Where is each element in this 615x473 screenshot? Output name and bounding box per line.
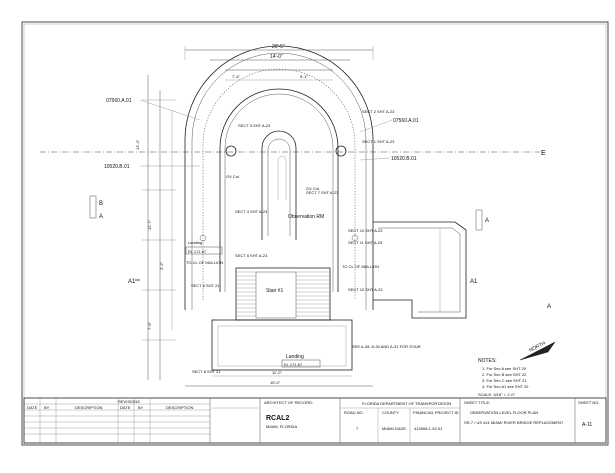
column-left	[225, 145, 237, 157]
section-tags: SECT 3 SHT A-23 SECT 2 SHT A-23 SECT 1 S…	[191, 109, 395, 374]
outer-arch-wall	[184, 45, 374, 310]
upper-landing-tag: Landing EL 171.67	[185, 240, 223, 255]
drawing-label: MIAMI, FLORIDA	[266, 424, 297, 429]
drawing-label: A	[99, 214, 103, 220]
drawing-label: SCALE: 3/16" = 1'-0"	[478, 392, 516, 397]
drawing-label: EL 171.67	[188, 249, 207, 254]
sheet-number: A-11	[582, 422, 592, 428]
drawing-label: DATE	[27, 405, 38, 410]
firm-logo: RCAL2	[266, 415, 289, 422]
drawing-label: REVISIONS	[118, 399, 140, 404]
drawing-label: SECT 11 SHT A-23	[348, 240, 383, 245]
drawing-label: SR-7 / US 441 MIAMI RIVER BRIDGE REPLACE…	[464, 420, 564, 425]
drawing-label: 5'-1"	[300, 74, 309, 79]
drawing-label: GV Col.	[226, 174, 240, 179]
bottom-dimensions: 15'-0" 11'-0"	[185, 370, 373, 387]
drawing-label: SECT 3 SHT A-23	[238, 123, 271, 128]
sheet-border	[21, 21, 609, 446]
drawing-label: SECT 10 SHT A-23	[348, 228, 383, 233]
notes-block: NOTES: 1. For Sec A see SHT 20 2. For Se…	[478, 358, 529, 397]
drawing-label: SECT 1 SHT A-23	[362, 139, 395, 144]
drawing-label: SHEET NO.	[578, 400, 600, 405]
drawing-label: SHEET TITLE:	[464, 400, 490, 405]
drawing-label: 7	[356, 426, 359, 431]
drawing-label: OBSERVATION LEVEL FLOOR PLAN	[470, 410, 538, 415]
drawing-label: 2. For Sec B see SHT 22	[482, 372, 527, 377]
callout-left-mid: 10520.B.01	[104, 164, 130, 170]
lower-landing: Landing EL 171.67	[211, 319, 353, 371]
drawing-label: MIAMI-DADE	[382, 426, 406, 431]
drawing-label: NOTES:	[478, 358, 497, 364]
drawing-label: 3. For Sec C see SHT 21	[482, 378, 527, 383]
grid-label-e: E	[541, 150, 546, 157]
callout-left-top: 07560.A.01	[106, 98, 132, 104]
drawing-label: 11'-0"	[272, 370, 282, 375]
drawing-label: A1	[470, 279, 478, 285]
stair-block: Stair #1	[235, 267, 331, 321]
drawing-label: B	[99, 201, 103, 207]
column-right	[335, 145, 347, 157]
drawing-label: 7'-4"	[232, 74, 241, 79]
left-dimensions: 13'-4" 12'-7" 3'-2" 7'-9"	[135, 75, 176, 380]
drawing-label: ARCHITECT OF RECORD:	[264, 400, 313, 405]
drawing-label: FLORIDA DEPARTMENT OF TRANSPORTATION	[362, 401, 451, 406]
stair-label: Stair #1	[266, 288, 283, 294]
drawing-label: 13'-4"	[135, 139, 140, 150]
drawing-label: Landing	[188, 240, 202, 245]
drawing-label: SECT 7 SHT A-23	[306, 190, 339, 195]
drawing-label: 3'-2"	[159, 261, 164, 270]
callout-right-top: 07560.A.01	[393, 118, 419, 124]
drawing-label: A	[485, 218, 489, 224]
observation-room-label: Observation RM	[288, 214, 324, 220]
drawing-label: SECT 2 SHT A-23	[362, 109, 395, 114]
drawing-label: SECT 8 SHT 21	[192, 369, 221, 374]
drawing-label: 7'-9"	[147, 321, 152, 330]
drawing-label: EL 171.67	[284, 362, 303, 367]
drawing-label: DATE	[120, 405, 131, 410]
drawing-label: A	[547, 304, 551, 310]
north-arrow: NORTH	[519, 340, 556, 361]
drawing-label: DESCRIPTION	[75, 405, 102, 410]
drawing-label: A1	[128, 279, 136, 285]
drawing-label: SECT 5 SHT A-23	[235, 253, 268, 258]
drawing-label: COUNTY	[382, 410, 399, 415]
drawing-label: 4. For Sec A1 see SHT 20	[482, 384, 529, 389]
columns: GV Col. GV Col.	[199, 145, 359, 242]
mullion-left: TO CL OF MULLION	[186, 260, 223, 265]
right-balcony	[373, 221, 467, 319]
drawing-label: SECT 12 SHT A-23	[348, 287, 383, 292]
stair-reference: SEE A-28, A-30 AND A-31 FOR STAIR	[352, 344, 421, 349]
drawing-label: 15'-0"	[270, 380, 281, 385]
observation-room: Observation RM	[261, 130, 324, 240]
drawing-label: 20'-5"	[272, 44, 285, 50]
callout-right-mid: 10520.B.01	[391, 156, 417, 162]
drawing-label: DESCRIPTION	[166, 405, 193, 410]
drawing-label: BY	[44, 405, 50, 410]
drawing-label: Landing	[286, 354, 304, 360]
section-markers: B A A A1 A1 A	[89, 195, 551, 310]
drawing-label: FINANCIAL PROJECT ID	[413, 410, 459, 415]
drawing-label: GV Col.	[306, 186, 320, 191]
mullion-right: TO CL OF MULLION	[342, 264, 379, 269]
drawing-label: ROAD NO.	[344, 410, 364, 415]
drawing-label: SECT 6 SHT 21	[191, 283, 220, 288]
title-block: REVISIONS DATE BY DESCRIPTION DATE BY DE…	[23, 397, 607, 444]
drawing-label: 14'-0"	[270, 54, 283, 60]
drawing-label: 1. For Sec A see SHT 20	[482, 366, 527, 371]
top-dimensions: 20'-5" 14'-0" 7'-4" 5'-1"	[184, 44, 374, 81]
spec-callouts: 07560.A.01 07560.A.01 10520.B.01 10520.B…	[104, 98, 419, 170]
drawing-label: 412808-1-52-01	[414, 426, 443, 431]
drawing-label: SECT 4 SHT A-23	[235, 209, 268, 214]
drawing-label: 12'-7"	[147, 219, 152, 230]
drawing-label: BY	[138, 405, 144, 410]
